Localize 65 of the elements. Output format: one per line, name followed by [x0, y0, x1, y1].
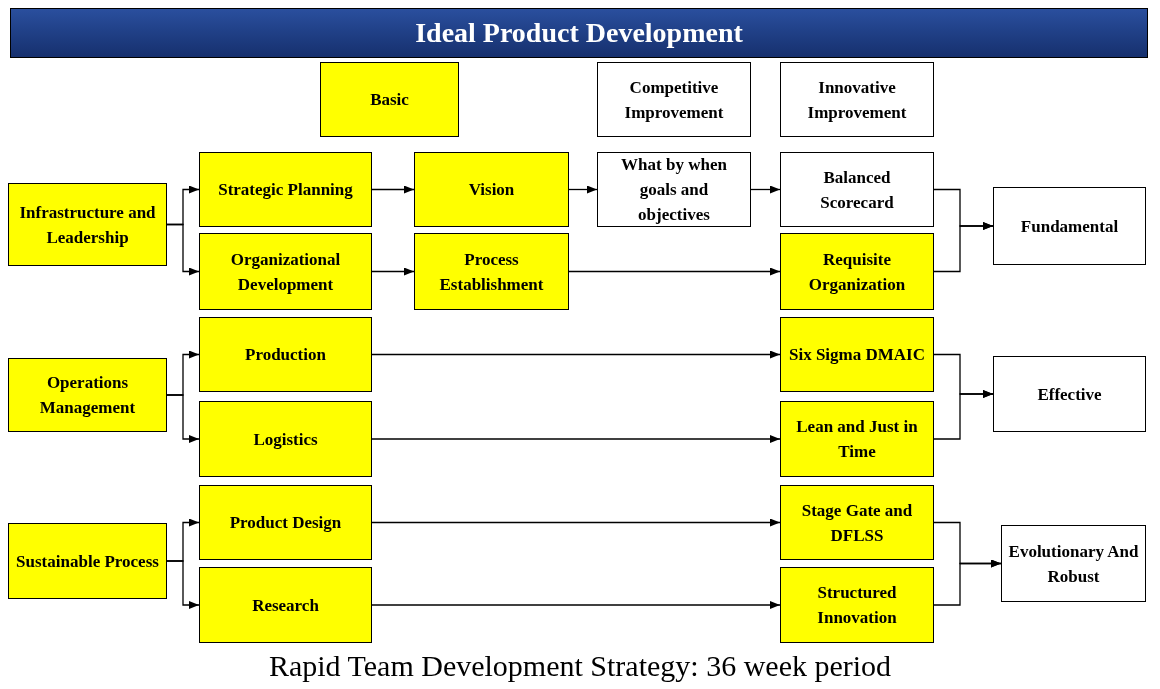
arrow: [371, 350, 781, 359]
arrow: [371, 435, 781, 443]
arrow: [568, 267, 781, 276]
box-label: Process Establishment: [438, 248, 545, 296]
box-label: Operations Management: [38, 372, 137, 419]
arrow: [933, 390, 994, 440]
process-box: [199, 233, 372, 310]
process-box: [199, 567, 372, 643]
arrow: [166, 560, 200, 609]
box-label: Sustainable Process: [16, 550, 159, 573]
process-box: [8, 523, 167, 599]
box-label: Six Sigma DMAIC: [789, 344, 925, 366]
process-box: [414, 152, 569, 227]
process-box: [199, 485, 372, 560]
process-box: [199, 317, 372, 392]
process-box: [780, 152, 934, 227]
process-box: [780, 317, 934, 392]
arrow: [166, 394, 200, 443]
box-label: Structured Innovation: [816, 582, 898, 629]
box-label: Basic: [370, 89, 409, 111]
process-box: [414, 233, 569, 310]
process-box: [8, 358, 167, 432]
box-label: Production: [245, 344, 326, 366]
arrow: [166, 223, 200, 276]
box-label: Effective: [1037, 383, 1102, 406]
title-banner: Ideal Product Development: [10, 8, 1148, 58]
arrow: [933, 559, 1002, 606]
box-label: Logistics: [253, 428, 318, 451]
box-label: Research: [252, 594, 319, 617]
box-label: Stage Gate and DFLSS: [800, 499, 914, 547]
arrow: [371, 601, 781, 609]
box-label: What by when goals and objectives: [620, 154, 728, 226]
process-box: [780, 62, 934, 137]
box-label: Balanced Scorecard: [819, 166, 895, 214]
process-box: [320, 62, 459, 137]
process-box: [1001, 525, 1146, 602]
process-box: [597, 62, 751, 137]
arrow: [371, 185, 415, 194]
box-label: Vision: [468, 179, 515, 201]
arrow: [371, 518, 781, 527]
arrow: [933, 222, 994, 273]
arrow: [750, 185, 781, 194]
process-box: [993, 356, 1146, 432]
arrow: [568, 185, 598, 194]
box-label: Fundamental: [1020, 215, 1119, 238]
process-box: [780, 233, 934, 310]
box-label: Product Design: [229, 512, 342, 534]
process-box: [597, 152, 751, 227]
process-box: [199, 401, 372, 477]
box-label: Organizational Development: [229, 248, 342, 296]
process-box: [993, 187, 1146, 265]
box-label: Infrastructure and Leadership: [18, 201, 157, 249]
process-box: [8, 183, 167, 266]
box-label: Lean and Just in Time: [795, 416, 919, 463]
caption: Rapid Team Development Strategy: 36 week period: [267, 648, 893, 684]
arrow: [371, 267, 415, 276]
process-box: [780, 485, 934, 560]
process-box: [199, 152, 372, 227]
process-box: [780, 401, 934, 477]
box-label: Competitive Improvement: [623, 76, 725, 124]
box-label: Innovative Improvement: [806, 76, 908, 124]
box-label: Strategic Planning: [218, 179, 353, 201]
box-label: Evolutionary And Robust: [1007, 540, 1140, 588]
process-box: [780, 567, 934, 643]
box-label: Requisite Organization: [807, 248, 907, 296]
